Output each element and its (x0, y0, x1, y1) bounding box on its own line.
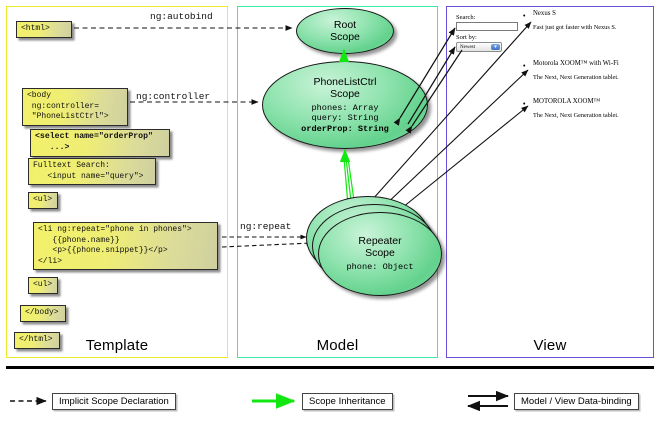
phone-snippet: The Next, Next Generation tablet. (533, 74, 619, 81)
view-phone-item-2: MOTOROLA XOOM™ The Next, Next Generation… (533, 98, 619, 119)
column-label-template: Template (85, 337, 149, 354)
prop-phones: phones: Array (311, 103, 379, 114)
template-box-ul-close: <ul> (28, 277, 58, 294)
legend-item-scope-inheritance: Scope Inheritance (302, 393, 393, 410)
template-box-body-open: <body ng:controller= "PhoneListCtrl"> (22, 88, 128, 126)
view-phone-item-0: Nexus S Fast just got faster with Nexus … (533, 10, 616, 31)
prop-orderprop: orderProp: String (301, 123, 389, 134)
template-box-select: <select name="orderProp" ...> (30, 129, 170, 157)
phone-name: MOTOROLA XOOM™ (533, 98, 601, 105)
prop-query: query: String (311, 113, 379, 124)
view-search-label: Search: (456, 14, 476, 21)
column-label-view: View (533, 337, 567, 354)
view-phone-item-1: Motorola XOOM™ with Wi-Fi The Next, Next… (533, 60, 619, 81)
scope-repeater-props: phone: Object (346, 262, 413, 272)
legend-item-model-view-data-binding: Model / View Data-binding (514, 393, 639, 410)
template-box-fulltext-search: Fulltext Search: <input name="query"> (28, 158, 156, 186)
phone-snippet: Fast just got faster with Nexus S. (533, 24, 617, 31)
scope-phonelistctrl-props: phones: Array query: String orderProp: S… (301, 103, 389, 134)
legend-divider (6, 366, 654, 369)
connector-label-ng-controller: ng:controller (136, 91, 211, 102)
template-box-html-close: </html> (14, 332, 60, 349)
template-box-html-open: <html> (16, 21, 72, 38)
list-bullet-icon: • (523, 101, 526, 108)
phone-name: Motorola XOOM™ with Wi-Fi (533, 60, 619, 67)
prop-phone: phone: Object (346, 262, 414, 273)
connector-label-ng-repeat: ng:repeat (240, 221, 292, 232)
legend-item-implicit-scope-declaration: Implicit Scope Declaration (52, 393, 176, 410)
column-model: Model (237, 6, 438, 358)
template-box-body-close: </body> (20, 305, 66, 322)
phone-name: Nexus S (533, 10, 556, 17)
template-box-ul-open: <ul> (28, 192, 58, 209)
column-label-model: Model (316, 337, 359, 354)
view-sort-select[interactable]: Newest ▾ (456, 42, 502, 52)
list-bullet-icon: • (523, 13, 526, 20)
view-sort-selected-value: Newest (460, 44, 475, 50)
view-sort-label: Sort by: (456, 34, 477, 41)
connector-label-ng-autobind: ng:autobind (150, 11, 213, 22)
list-bullet-icon: • (523, 63, 526, 70)
phone-snippet: The Next, Next Generation tablet. (533, 112, 619, 119)
column-view: View (446, 6, 654, 358)
view-search-input[interactable] (456, 22, 518, 31)
template-box-li-repeat: <li ng:repeat="phone in phones"> {{phone… (33, 222, 218, 271)
chevron-updown-icon[interactable]: ▾ (491, 44, 500, 50)
